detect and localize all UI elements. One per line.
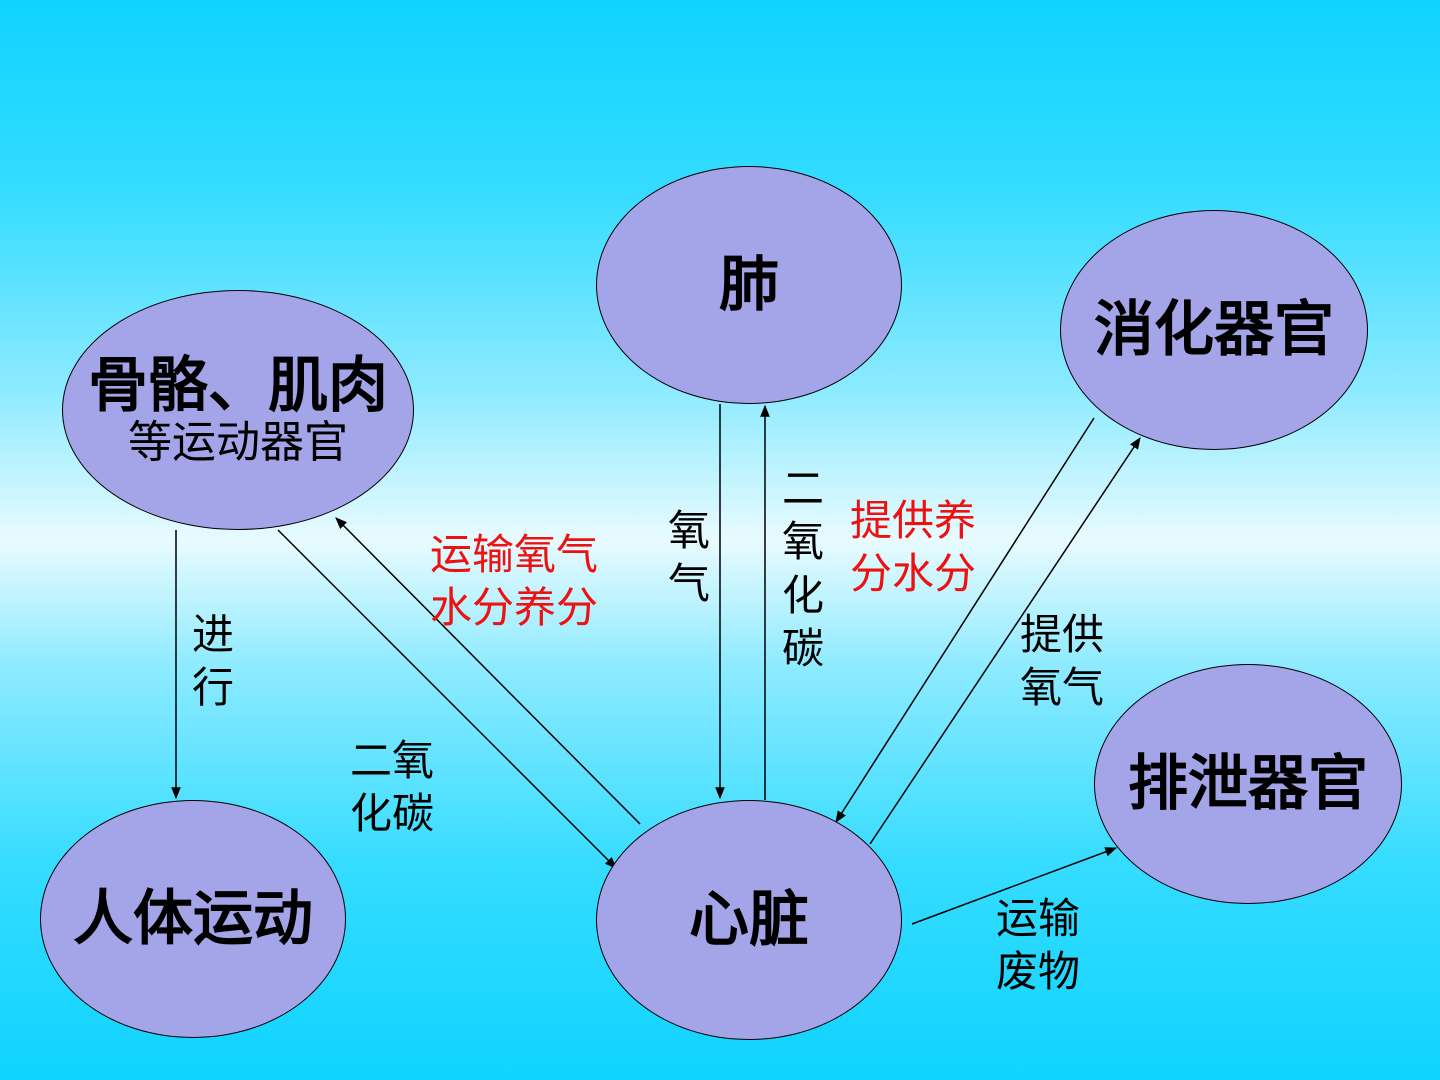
node-human-motion: 人体运动 <box>40 800 346 1038</box>
node-bones-sublabel: 等运动器官 <box>128 416 348 468</box>
node-lung-label: 肺 <box>719 250 779 320</box>
edge-label-co2-mid: 二 氧 化 碳 <box>782 464 825 673</box>
edge-label-oxygen: 氧 气 <box>668 506 711 609</box>
edge-label-jinxing: 进 行 <box>192 610 235 713</box>
arrow-bones-to-heart <box>277 529 617 869</box>
node-digestive: 消化器官 <box>1060 210 1368 450</box>
node-heart: 心脏 <box>596 800 902 1040</box>
node-bones-muscles: 骨骼、肌肉 等运动器官 <box>62 290 414 530</box>
edge-label-co2-left: 二氧 化碳 <box>350 736 435 839</box>
node-heart-label: 心脏 <box>689 885 809 955</box>
edge-label-waste: 运输 废物 <box>996 894 1081 997</box>
edge-label-provide-oxygen: 提供 氧气 <box>1020 610 1105 713</box>
arrow-digestive-to-heart <box>835 417 1095 824</box>
node-digestive-label: 消化器官 <box>1094 295 1334 365</box>
node-excretory: 排泄器官 <box>1094 664 1402 904</box>
edge-label-nutrients: 提供养 分水分 <box>850 496 977 599</box>
node-bones-label: 骨骼、肌肉 <box>88 350 388 421</box>
node-lung: 肺 <box>596 166 902 404</box>
arrow-heart-to-excretory <box>911 847 1118 925</box>
arrow-heart-to-digestive <box>869 437 1141 845</box>
node-excretory-label: 排泄器官 <box>1128 749 1368 819</box>
arrow-heart-to-bones <box>335 517 641 825</box>
node-motion-label: 人体运动 <box>73 884 313 954</box>
edge-label-transport-oxygen: 运输氧气 水分养分 <box>430 530 599 633</box>
